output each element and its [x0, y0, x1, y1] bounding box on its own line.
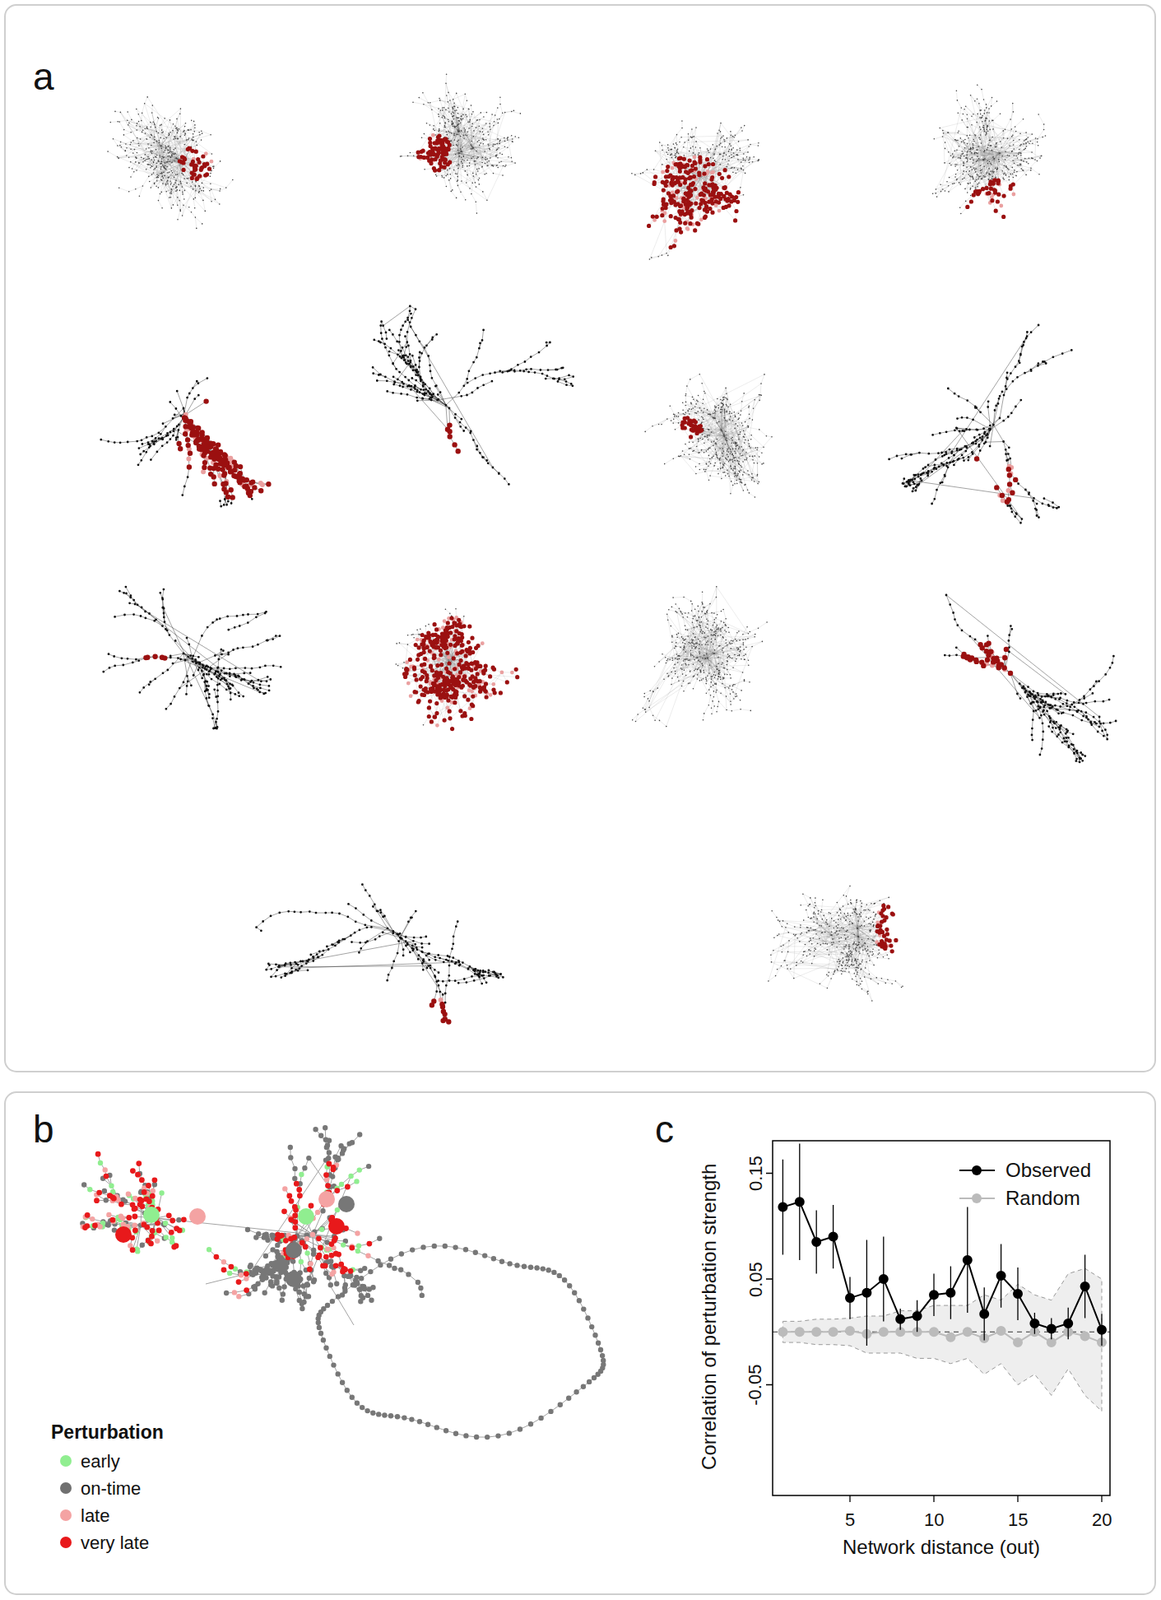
hub-node	[143, 1206, 160, 1223]
legend-label: early	[80, 1450, 121, 1472]
perturbed-nodes	[177, 145, 212, 182]
legend-sample	[971, 1165, 982, 1175]
network-edges	[372, 306, 574, 485]
perturbed-nodes	[429, 998, 452, 1025]
tick-label: 0.05	[744, 1261, 766, 1297]
legend-swatch	[60, 1536, 72, 1548]
legend-label: Observed	[1005, 1158, 1092, 1182]
hub-node	[328, 1217, 345, 1235]
tick-label: 15	[1007, 1509, 1028, 1530]
perturbed-nodes	[646, 155, 741, 251]
network-nodes	[943, 594, 1118, 764]
hub-node	[189, 1207, 206, 1225]
tick-label: 5	[845, 1509, 855, 1530]
network-edges	[768, 886, 903, 1002]
tick-label: 20	[1091, 1509, 1112, 1530]
on-time-nodes	[79, 1124, 606, 1440]
very-late-nodes	[82, 1151, 372, 1293]
hub-node	[318, 1190, 335, 1208]
panel-frame	[4, 4, 1156, 1072]
network-edges	[944, 594, 1116, 762]
perturbed-nodes	[965, 177, 1016, 219]
perturbed-nodes	[416, 134, 453, 173]
perturbed-nodes	[402, 615, 520, 731]
network-edges	[632, 586, 767, 727]
error-bars	[782, 1143, 1102, 1347]
network-edges	[889, 325, 1073, 523]
legend-title: Perturbation	[51, 1421, 164, 1443]
legend-label: very late	[80, 1532, 149, 1553]
perturbed-nodes	[974, 455, 1019, 505]
tick-label: -0.05	[744, 1364, 766, 1406]
perturbed-nodes	[961, 640, 1014, 677]
network-edges	[933, 84, 1046, 217]
network-nodes	[631, 120, 760, 261]
legend-label: late	[80, 1504, 110, 1526]
tick-label: 0.15	[744, 1155, 766, 1191]
observed-line	[782, 1201, 1102, 1330]
hub-node	[285, 1241, 302, 1259]
observed-points	[777, 1196, 1107, 1335]
hub-node	[115, 1226, 132, 1243]
network-edges	[82, 1127, 422, 1309]
perturbed-nodes	[875, 903, 899, 954]
panel-letter: c	[654, 1107, 674, 1152]
axis-title: Correlation of perturbation strength	[697, 1163, 721, 1470]
network-edges	[107, 97, 233, 229]
perturbed-nodes	[143, 653, 168, 660]
perturbed-nodes	[176, 398, 271, 500]
legend-swatch	[60, 1509, 72, 1521]
network-nodes	[887, 324, 1073, 525]
network-edges	[631, 120, 759, 260]
perturbed-nodes	[680, 415, 705, 439]
plot-frame	[772, 1140, 1110, 1496]
network-edges	[256, 884, 504, 1022]
network-nodes	[631, 585, 768, 727]
legend-label: Random	[1005, 1186, 1081, 1210]
hub-node	[285, 1270, 302, 1287]
panel-letter: b	[32, 1107, 55, 1152]
network-nodes	[644, 373, 772, 498]
network-nodes	[371, 304, 575, 485]
network-nodes	[106, 96, 233, 229]
axis-ticks	[766, 1173, 1102, 1503]
tick-label: 10	[924, 1509, 944, 1530]
axis-title: Network distance (out)	[842, 1535, 1041, 1559]
panel-frame	[4, 1091, 1156, 1594]
panel-letter: a	[32, 55, 55, 99]
legend-swatch	[60, 1454, 72, 1467]
hub-node	[338, 1195, 355, 1213]
legend-swatch	[60, 1481, 72, 1494]
legend-sample	[971, 1193, 982, 1203]
network-edges	[400, 74, 521, 214]
network-nodes	[255, 882, 505, 1004]
legend-label: on-time	[80, 1477, 141, 1499]
hub-node	[297, 1207, 315, 1225]
network-nodes	[102, 585, 282, 730]
network-nodes	[399, 73, 521, 214]
network-nodes	[767, 885, 904, 1002]
perturbed-nodes	[445, 422, 461, 454]
network-edges	[645, 374, 772, 497]
random-points	[777, 1325, 1107, 1347]
